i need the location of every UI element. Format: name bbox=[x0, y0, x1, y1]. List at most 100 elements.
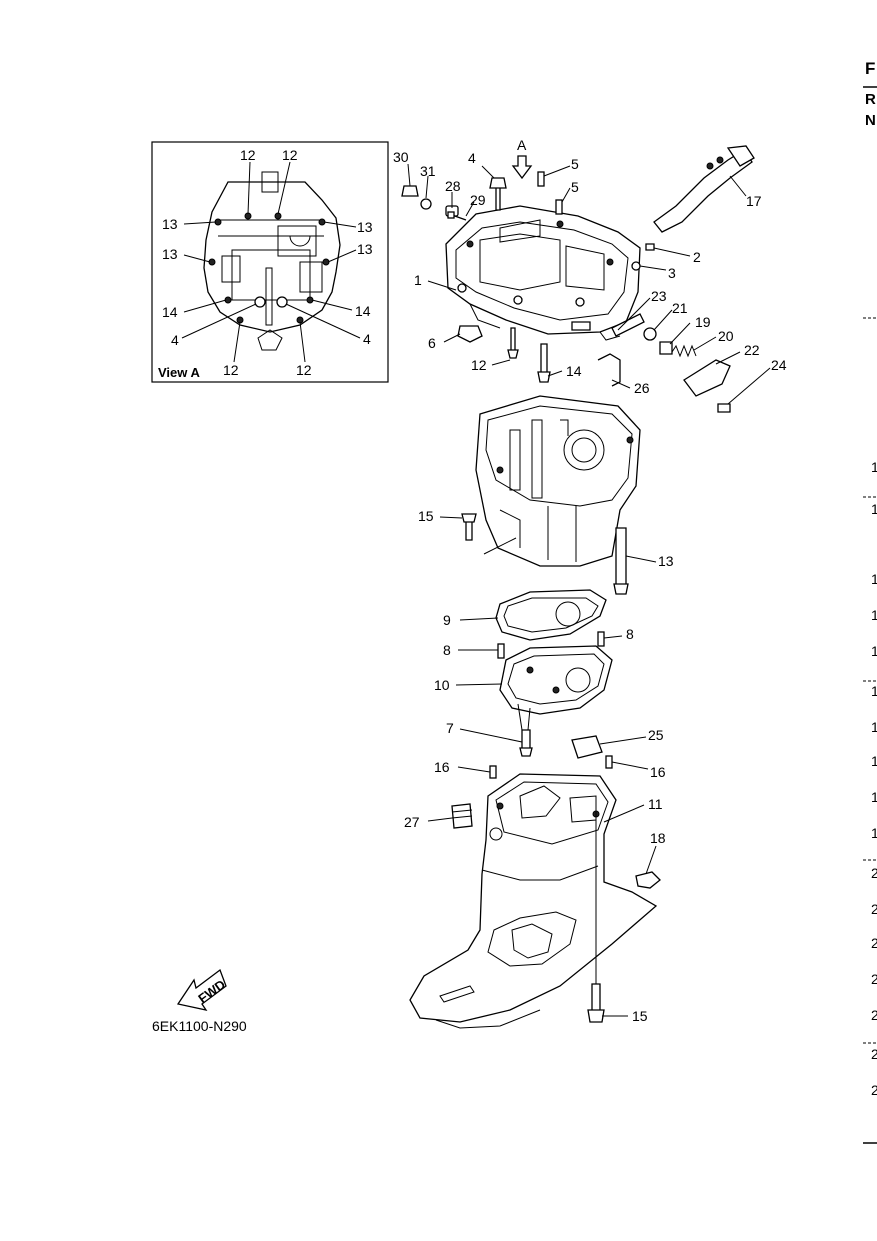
callout-label: 10 bbox=[434, 677, 450, 693]
bolt-4 bbox=[489, 177, 507, 211]
washer-3 bbox=[631, 261, 641, 271]
dowel-5a bbox=[537, 171, 545, 187]
gasket-31 bbox=[420, 198, 432, 210]
bolt-15-lower bbox=[587, 983, 605, 1023]
callout-label: 13 bbox=[357, 241, 373, 257]
bolt-24 bbox=[717, 403, 731, 413]
upper-casing bbox=[475, 395, 641, 567]
view-direction-arrow: A bbox=[511, 137, 533, 180]
callout-label: 22 bbox=[744, 342, 760, 358]
gasket-23 bbox=[611, 313, 645, 337]
callout-label: 4 bbox=[363, 331, 371, 347]
edge-row-digit: 2 bbox=[871, 935, 877, 951]
seal-21 bbox=[643, 327, 657, 341]
callout-label: 5 bbox=[571, 156, 579, 172]
view-a-mount-plate bbox=[203, 171, 341, 351]
lower-casing-11 bbox=[409, 773, 658, 1029]
seal-25 bbox=[571, 735, 603, 759]
callout-label: 11 bbox=[648, 796, 663, 812]
edge-header-char: N bbox=[865, 112, 876, 129]
callout-label: 13 bbox=[162, 216, 178, 232]
gasket-9 bbox=[495, 589, 607, 641]
hose-26 bbox=[597, 353, 621, 387]
view-a-leaders bbox=[181, 161, 361, 363]
callout-label: 8 bbox=[626, 626, 634, 642]
edge-row-digit: 1 bbox=[871, 825, 877, 841]
callout-label: 15 bbox=[632, 1008, 648, 1024]
edge-row-digit: 1 bbox=[871, 459, 877, 475]
view-arrow-label: A bbox=[517, 137, 527, 153]
callout-label: 7 bbox=[446, 720, 454, 736]
spring-20 bbox=[671, 344, 697, 358]
callout-label: 12 bbox=[223, 362, 239, 378]
callout-label: 1 bbox=[414, 272, 422, 288]
edge-header-char: R bbox=[865, 91, 876, 108]
edge-row-digit: 1 bbox=[871, 501, 877, 517]
callout-label: 12 bbox=[296, 362, 312, 378]
view-a-callouts: 12 12 13 13 13 13 14 14 4 4 12 12 bbox=[162, 147, 373, 378]
callout-label: 13 bbox=[658, 553, 674, 569]
edge-header-char: F bbox=[865, 59, 875, 78]
edge-row-digit: 1 bbox=[871, 719, 877, 735]
water-pipe-17 bbox=[653, 145, 755, 233]
callout-label: 6 bbox=[428, 335, 436, 351]
main-callouts: 30 31 4 5 5 28 29 17 2 3 1 23 21 19 20 6… bbox=[393, 149, 787, 1024]
edge-row-digit: 1 bbox=[871, 607, 877, 623]
dowel-8b bbox=[597, 631, 605, 647]
callout-label: 24 bbox=[771, 357, 787, 373]
callout-label: 16 bbox=[650, 764, 666, 780]
edge-row-digit: 1 bbox=[871, 571, 877, 587]
callout-label: 14 bbox=[162, 304, 178, 320]
main-leaders bbox=[407, 163, 771, 1017]
part-19 bbox=[659, 341, 673, 355]
callout-label: 12 bbox=[240, 147, 256, 163]
edge-row-digit: 1 bbox=[871, 643, 877, 659]
view-a-label: View A bbox=[158, 365, 201, 380]
callout-label: 17 bbox=[746, 193, 762, 209]
fasteners-top bbox=[401, 171, 655, 383]
callout-label: 23 bbox=[651, 288, 667, 304]
callout-label: 9 bbox=[443, 612, 451, 628]
bolt-7 bbox=[519, 729, 533, 757]
callout-label: 25 bbox=[648, 727, 664, 743]
callout-label: 4 bbox=[468, 150, 476, 166]
edge-row-digit: 2 bbox=[871, 1046, 877, 1062]
edge-row-digit: 2 bbox=[871, 971, 877, 987]
bolt-14 bbox=[537, 343, 551, 383]
relief-valve-group bbox=[571, 313, 731, 413]
edge-row-digit: 2 bbox=[871, 1082, 877, 1098]
dowel-16a bbox=[489, 765, 497, 779]
callout-label: 14 bbox=[355, 303, 371, 319]
exhaust-guide-assembly bbox=[445, 205, 641, 341]
callout-label: 29 bbox=[470, 192, 486, 208]
dowel-16b bbox=[605, 755, 613, 769]
view-a-inset: 12 12 13 13 13 13 14 14 4 4 12 12 View A bbox=[151, 141, 389, 383]
edge-row-digit: 1 bbox=[871, 683, 877, 699]
callout-label: 13 bbox=[357, 219, 373, 235]
fwd-arrow: FWD bbox=[176, 968, 228, 1011]
callout-label: 14 bbox=[566, 363, 582, 379]
bolt-13 bbox=[613, 527, 629, 595]
bolts-15-13 bbox=[461, 513, 629, 595]
callout-label: 21 bbox=[672, 300, 688, 316]
dowel-8a bbox=[497, 643, 505, 659]
grommet-27 bbox=[451, 803, 473, 829]
callout-label: 3 bbox=[668, 265, 676, 281]
callout-label: 5 bbox=[571, 179, 579, 195]
dowel-5b bbox=[555, 199, 563, 215]
callout-label: 16 bbox=[434, 759, 450, 775]
edge-row-digit: 2 bbox=[871, 1007, 877, 1023]
grommet-6 bbox=[457, 325, 483, 343]
part-18 bbox=[635, 871, 661, 889]
callout-label: 19 bbox=[695, 314, 711, 330]
plug-30 bbox=[401, 185, 419, 197]
callout-label: 4 bbox=[171, 332, 179, 348]
callout-label: 2 bbox=[693, 249, 701, 265]
callout-label: 8 bbox=[443, 642, 451, 658]
callout-label: 15 bbox=[418, 508, 434, 524]
callout-label: 12 bbox=[282, 147, 298, 163]
right-edge-column: F R N 1 1 1 1 1 1 1 1 1 1 2 2 2 2 2 2 2 bbox=[863, 59, 877, 1144]
screw-2 bbox=[645, 243, 655, 251]
bolt-15-upper bbox=[461, 513, 477, 541]
